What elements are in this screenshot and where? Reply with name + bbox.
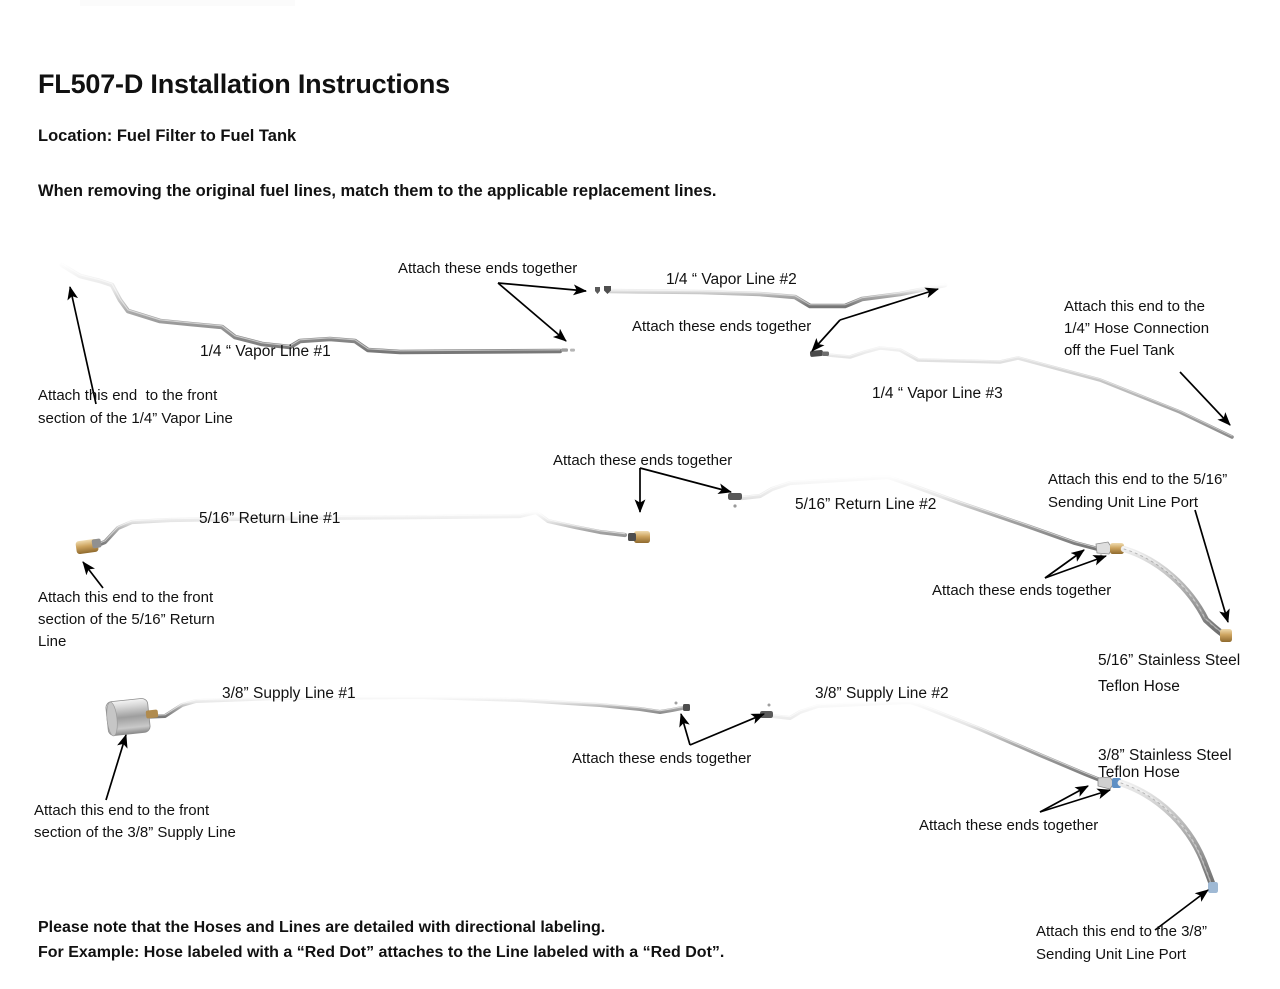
callout-vapor3-tank-line2: 1/4” Hose Connection	[1064, 320, 1210, 337]
arrow-attach1-to-vapor2	[497, 282, 588, 296]
callout-arrows	[67, 282, 1231, 931]
callout-vapor1-start-line2: section of the 1/4” Vapor Line	[38, 410, 233, 427]
callout-vapor3-tank-line3: off the Fuel Tank	[1064, 342, 1175, 359]
part-vapor-line-1	[59, 262, 575, 355]
arrow-supply1-start	[105, 734, 128, 801]
label-supply-line-1: 3/8” Supply Line #1	[222, 685, 356, 702]
label-teflon-hose-38-line1: 3/8” Stainless Steel	[1098, 747, 1232, 764]
label-teflon-hose-516-line2: Teflon Hose	[1098, 678, 1180, 695]
callout-attach-ends-4: Attach these ends together	[932, 582, 1112, 599]
callout-attach-ends-3: Attach these ends together	[553, 452, 733, 469]
label-vapor-line-1: 1/4 “ Vapor Line #1	[200, 343, 331, 360]
label-supply-line-2: 3/8” Supply Line #2	[815, 685, 949, 702]
vapor-line-1-end-fitting	[561, 348, 568, 352]
page-title: FL507-D Installation Instructions	[38, 69, 450, 99]
supply-line-1-filter-canister	[105, 698, 159, 737]
callout-return1-start-line1: Attach this end to the front	[38, 589, 214, 606]
arrow-vapor3-to-tank	[1179, 371, 1231, 426]
arrow-attach2-to-vapor3-left	[811, 319, 841, 352]
teflon-hose-516-end-fitting	[1220, 629, 1232, 642]
part-supply-line-1	[105, 695, 690, 737]
part-teflon-hose-516	[1120, 545, 1232, 642]
return-line-2-right-fitting	[1095, 541, 1124, 558]
part-teflon-hose-38	[1117, 779, 1218, 893]
arrow-vapor1-start	[67, 286, 97, 405]
arrow-attach6-b	[1039, 788, 1111, 813]
return-line-1-left-brass-fitting	[75, 538, 102, 555]
callout-vapor1-start-line1: Attach this end to the front	[38, 387, 218, 404]
callout-return1-start-line3: Line	[38, 633, 67, 650]
part-return-line-2	[728, 474, 1124, 558]
label-teflon-hose-38-line2: Teflon Hose	[1098, 764, 1180, 781]
arrow-attach2-to-vapor2-right	[839, 287, 939, 321]
callout-attach-ends-1: Attach these ends together	[398, 260, 578, 277]
callout-vapor3-tank-line1: Attach this end to the	[1064, 298, 1205, 315]
arrow-attach5-b	[689, 713, 765, 746]
arrow-attach3-to-return2-left	[639, 467, 732, 495]
vapor-line-2-end-fittings	[595, 286, 611, 294]
part-vapor-line-2	[595, 282, 948, 309]
label-return-line-2: 5/16” Return Line #2	[795, 496, 937, 513]
callout-sending-38-line1: Attach this end to the 3/8”	[1036, 923, 1207, 940]
callout-return1-start-line2: section of the 5/16” Return	[38, 611, 215, 628]
footer-note-line2: For Example: Hose labeled with a “Red Do…	[38, 944, 725, 961]
callout-attach-ends-5: Attach these ends together	[572, 750, 752, 767]
matching-instruction: When removing the original fuel lines, m…	[38, 182, 717, 200]
callout-attach-ends-2: Attach these ends together	[632, 318, 812, 335]
footer-note-line1: Please note that the Hoses and Lines are…	[38, 919, 606, 936]
label-return-line-1: 5/16” Return Line #1	[199, 510, 341, 527]
label-vapor-line-3: 1/4 “ Vapor Line #3	[872, 385, 1003, 402]
label-vapor-line-2: 1/4 “ Vapor Line #2	[666, 271, 797, 288]
callout-sending-516-line1: Attach this end to the 5/16”	[1048, 471, 1228, 488]
arrow-attach4-a	[1044, 549, 1085, 579]
callout-supply1-start-line2: section of the 3/8” Supply Line	[34, 824, 236, 841]
label-teflon-hose-516-line1: 5/16” Stainless Steel	[1098, 652, 1241, 669]
supply-line-1-end-fitting	[674, 701, 690, 711]
arrow-attach6-a	[1039, 785, 1089, 813]
location-subheading: Location: Fuel Filter to Fuel Tank	[38, 127, 297, 145]
teflon-hose-38-end-fitting	[1208, 882, 1218, 893]
callout-sending-516-line2: Sending Unit Line Port	[1048, 494, 1199, 511]
callout-sending-38-line2: Sending Unit Line Port	[1036, 946, 1187, 963]
callout-supply1-start-line1: Attach this end to the front	[34, 802, 210, 819]
arrow-attach1-to-vapor1	[497, 282, 567, 342]
top-edge-artifact	[80, 0, 295, 6]
return-line-1-right-brass-fitting	[628, 531, 650, 543]
arrow-516-sending-unit	[1194, 509, 1230, 623]
arrow-attach5-a	[679, 713, 691, 746]
supply-line-2-left-fitting	[760, 703, 773, 718]
part-return-line-1	[75, 509, 650, 555]
callout-attach-ends-6: Attach these ends together	[919, 817, 1099, 834]
arrow-attach4-b	[1044, 555, 1107, 579]
arrow-38-sending-unit	[1154, 889, 1209, 931]
arrow-return1-start	[82, 561, 104, 589]
part-supply-line-2	[760, 700, 1121, 790]
return-line-2-left-fitting	[728, 493, 742, 508]
